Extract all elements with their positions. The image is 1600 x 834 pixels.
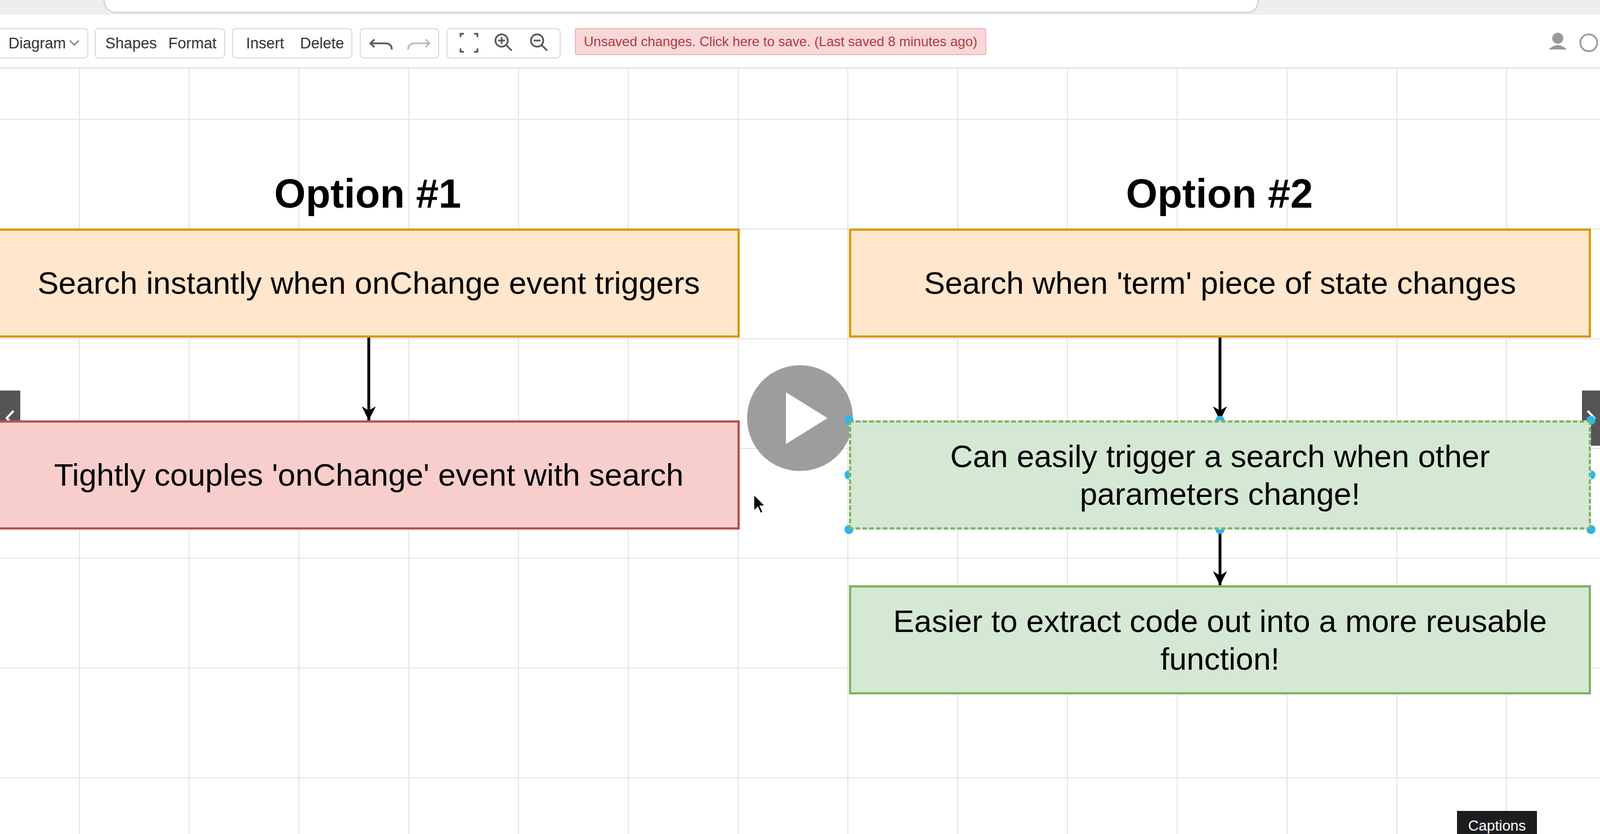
column-heading: Option #2 bbox=[1125, 170, 1313, 217]
box-text: Easier to extract code out into a more r… bbox=[873, 602, 1567, 678]
toolbar-group bbox=[360, 28, 439, 58]
process-box: Search when 'term' piece of state change… bbox=[848, 228, 1591, 338]
toolbar-group bbox=[95, 28, 225, 58]
selection-handles bbox=[844, 416, 1596, 535]
grid-line bbox=[0, 118, 1600, 120]
box-text: Can easily trigger a search when other p… bbox=[873, 437, 1567, 513]
box-text: Search when 'term' piece of state change… bbox=[923, 264, 1517, 302]
user-icon bbox=[1548, 45, 1567, 50]
user-icon bbox=[1552, 32, 1564, 44]
arrow-connector bbox=[1218, 337, 1222, 421]
grid-line bbox=[0, 338, 1600, 340]
save-notice: Unsaved changes. Click here to save. (La… bbox=[574, 28, 987, 56]
globe-icon bbox=[1580, 34, 1598, 52]
grid-line bbox=[0, 777, 1600, 779]
benefit-box: Can easily trigger a search when other p… bbox=[848, 420, 1591, 530]
captions-label: Captions bbox=[1468, 817, 1527, 834]
toolbar-border bbox=[0, 67, 1600, 69]
grid-line bbox=[847, 68, 849, 834]
toolbar-group bbox=[447, 28, 561, 58]
menu-item: Format bbox=[168, 34, 217, 53]
menu-item: Diagram bbox=[8, 34, 66, 53]
play-icon bbox=[785, 392, 828, 445]
column-heading: Option #1 bbox=[274, 170, 462, 217]
address-field bbox=[104, 0, 1259, 13]
drawback-box: Tightly couples 'onChange' event with se… bbox=[0, 420, 740, 530]
captions-button bbox=[1457, 811, 1537, 834]
menu-item: Shapes bbox=[105, 34, 158, 53]
fit-icon bbox=[460, 33, 478, 52]
benefit-box: Easier to extract code out into a more r… bbox=[848, 585, 1591, 695]
toolbar bbox=[0, 14, 1600, 69]
menu-item: Delete bbox=[300, 34, 344, 53]
undo-icon bbox=[370, 39, 392, 50]
dropdown-chevron bbox=[69, 40, 79, 46]
play-button bbox=[747, 365, 853, 472]
arrow-connector bbox=[1218, 529, 1222, 586]
box-text: Search instantly when onChange event tri… bbox=[37, 264, 701, 302]
mouse-cursor bbox=[753, 494, 766, 514]
toolbar-group bbox=[232, 28, 352, 58]
zoom-out-icon bbox=[533, 40, 548, 51]
menu-item: Insert bbox=[246, 34, 285, 53]
box-text: Tightly couples 'onChange' event with se… bbox=[54, 456, 684, 494]
toolbar-group bbox=[0, 28, 88, 58]
grid-line bbox=[0, 557, 1600, 560]
zoom-in-icon bbox=[498, 37, 512, 51]
process-box: Search instantly when onChange event tri… bbox=[0, 228, 740, 338]
redo-icon bbox=[408, 39, 430, 50]
arrow-connector bbox=[367, 337, 371, 421]
